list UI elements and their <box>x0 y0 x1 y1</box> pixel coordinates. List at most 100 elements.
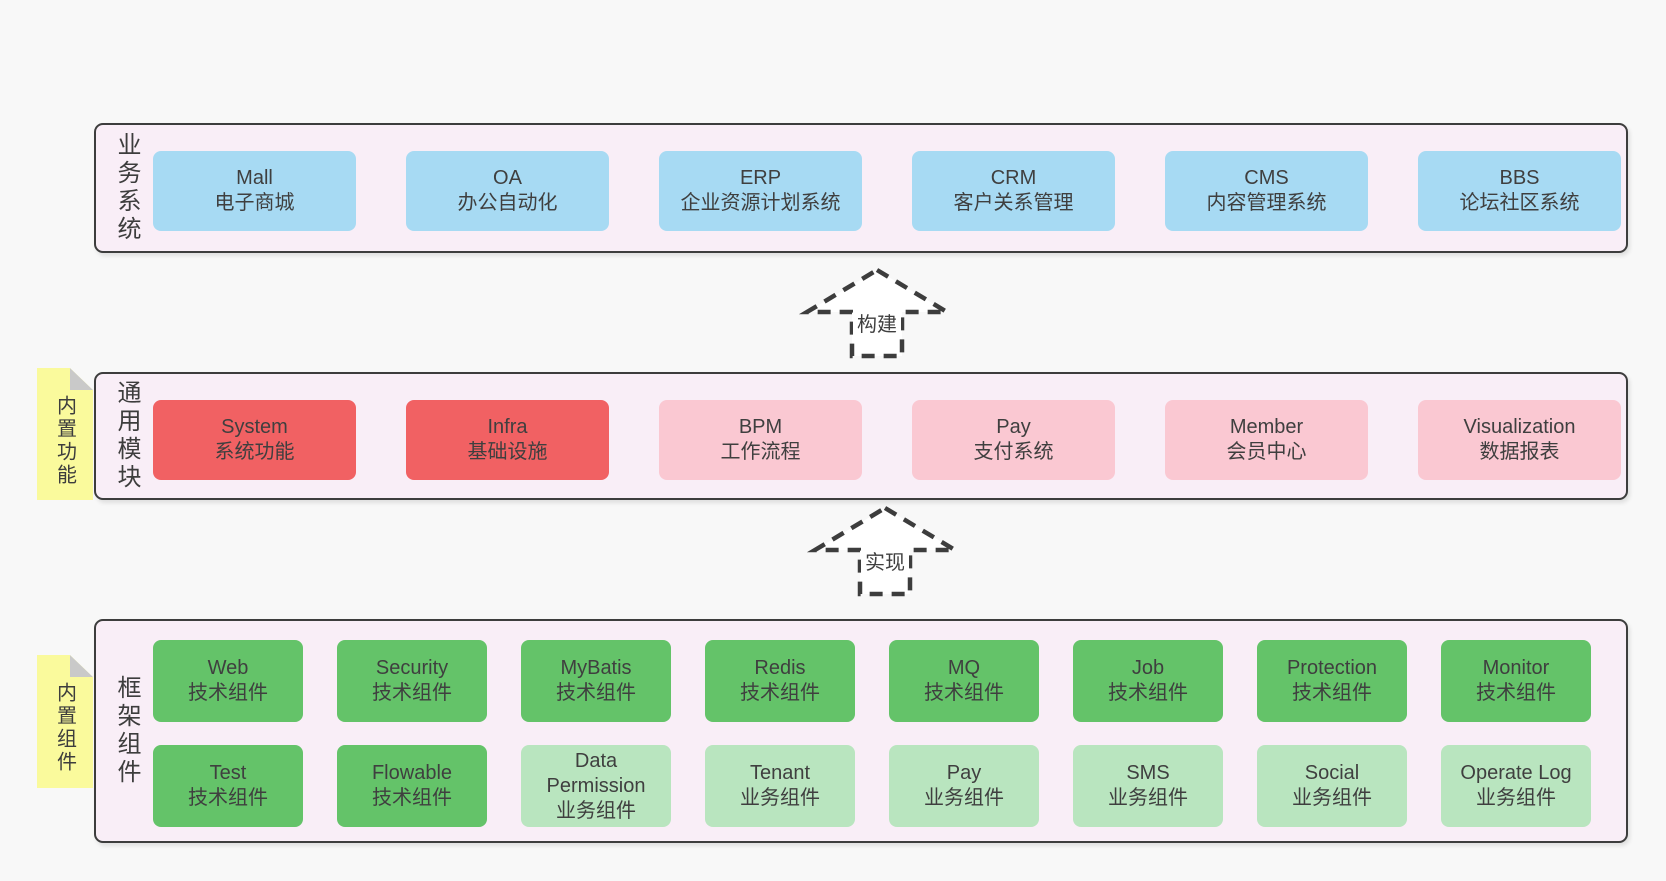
arrow-implement-label: 实现 <box>861 546 909 575</box>
box-social: Social 业务组件 <box>1257 745 1407 827</box>
box-system: System 系统功能 <box>153 400 356 480</box>
box-subtitle: 业务组件 <box>1292 787 1372 809</box>
box-title: ERP <box>739 167 782 189</box>
box-subtitle: 内容管理系统 <box>1206 192 1327 214</box>
box-subtitle: 会员中心 <box>1226 441 1307 463</box>
box-title: Data Permission <box>546 749 646 797</box>
box-oa: OA 办公自动化 <box>406 151 609 231</box>
box-protection: Protection 技术组件 <box>1257 640 1407 722</box>
common-modules-panel: 通用模块 System 系统功能 Infra 基础设施 BPM 工作流程 Pay… <box>94 372 1628 500</box>
box-erp: ERP 企业资源计划系统 <box>659 151 862 231</box>
box-pay-component: Pay 业务组件 <box>889 745 1039 827</box>
box-member: Member 会员中心 <box>1165 400 1368 480</box>
box-title: Social <box>1304 762 1360 784</box>
box-subtitle: 技术组件 <box>556 682 636 704</box>
box-crm: CRM 客户关系管理 <box>912 151 1115 231</box>
box-cms: CMS 内容管理系统 <box>1165 151 1368 231</box>
box-subtitle: 技术组件 <box>740 682 820 704</box>
box-subtitle: 客户关系管理 <box>953 192 1074 214</box>
box-subtitle: 技术组件 <box>924 682 1004 704</box>
box-visualization: Visualization 数据报表 <box>1418 400 1621 480</box>
box-test: Test 技术组件 <box>153 745 303 827</box>
box-subtitle: 支付系统 <box>973 441 1054 463</box>
box-title: System <box>221 416 288 438</box>
box-subtitle: 技术组件 <box>372 787 452 809</box>
box-title: Infra <box>487 416 528 438</box>
box-tenant: Tenant 业务组件 <box>705 745 855 827</box>
box-subtitle: 技术组件 <box>1292 682 1372 704</box>
box-title: Tenant <box>749 762 811 784</box>
sticky-note-text: 内置功能 <box>53 395 76 487</box>
box-title: Mall <box>236 167 273 189</box>
box-bbs: BBS 论坛社区系统 <box>1418 151 1621 231</box>
folded-corner-icon <box>70 368 93 390</box>
box-title: MQ <box>947 657 981 679</box>
folded-corner-icon <box>70 655 93 677</box>
box-title: Protection <box>1286 657 1378 679</box>
box-title: Pay <box>996 416 1031 438</box>
box-pay-module: Pay 支付系统 <box>912 400 1115 480</box>
box-title: Monitor <box>1482 657 1550 679</box>
common-modules-row: System 系统功能 Infra 基础设施 BPM 工作流程 Pay 支付系统… <box>153 400 1621 480</box>
box-subtitle: 企业资源计划系统 <box>680 192 841 214</box>
box-title: Visualization <box>1463 416 1576 438</box>
box-subtitle: 基础设施 <box>467 441 548 463</box>
box-subtitle: 技术组件 <box>1476 682 1556 704</box>
box-subtitle: 系统功能 <box>214 441 295 463</box>
box-subtitle: 数据报表 <box>1479 441 1560 463</box>
box-subtitle: 技术组件 <box>1108 682 1188 704</box>
box-sms: SMS 业务组件 <box>1073 745 1223 827</box>
framework-components-panel: 框架组件 Web 技术组件 Security 技术组件 MyBatis 技术组件… <box>94 619 1628 843</box>
box-title: BPM <box>738 416 783 438</box>
box-title: Web <box>207 657 249 679</box>
box-subtitle: 技术组件 <box>188 682 268 704</box>
box-title: MyBatis <box>560 657 632 679</box>
box-subtitle: 业务组件 <box>740 787 820 809</box>
box-data-permission: Data Permission 业务组件 <box>521 745 671 827</box>
box-title: SMS <box>1126 762 1170 784</box>
box-bpm: BPM 工作流程 <box>659 400 862 480</box>
panel-label-framework-components: 框架组件 <box>113 675 140 787</box>
box-subtitle: 业务组件 <box>1108 787 1188 809</box>
sticky-note-text: 内置组件 <box>53 682 76 774</box>
box-title: Member <box>1229 416 1304 438</box>
arrow-build-label: 构建 <box>853 308 901 337</box>
box-mybatis: MyBatis 技术组件 <box>521 640 671 722</box>
framework-components-row-2: Test 技术组件 Flowable 技术组件 Data Permission … <box>153 745 1591 827</box>
box-subtitle: 电子商城 <box>214 192 295 214</box>
box-subtitle: 办公自动化 <box>457 192 558 214</box>
sticky-note-built-in-features: 内置功能 <box>37 368 93 500</box>
box-web: Web 技术组件 <box>153 640 303 722</box>
box-title: CMS <box>1244 167 1289 189</box>
box-subtitle: 技术组件 <box>188 787 268 809</box>
box-title: Test <box>209 762 247 784</box>
box-operate-log: Operate Log 业务组件 <box>1441 745 1591 827</box>
box-title: OA <box>493 167 522 189</box>
box-security: Security 技术组件 <box>337 640 487 722</box>
box-mall: Mall 电子商城 <box>153 151 356 231</box>
box-title: BBS <box>1499 167 1540 189</box>
box-infra: Infra 基础设施 <box>406 400 609 480</box>
framework-components-row-1: Web 技术组件 Security 技术组件 MyBatis 技术组件 Redi… <box>153 640 1591 722</box>
box-subtitle: 工作流程 <box>720 441 801 463</box>
box-redis: Redis 技术组件 <box>705 640 855 722</box>
box-subtitle: 技术组件 <box>372 682 452 704</box>
box-title: Redis <box>754 657 806 679</box>
arrow-implement: 实现 <box>803 503 967 599</box>
box-subtitle: 业务组件 <box>556 799 636 822</box>
box-title: CRM <box>990 167 1037 189</box>
box-subtitle: 论坛社区系统 <box>1459 192 1580 214</box>
box-title: Job <box>1131 657 1165 679</box>
box-title: Security <box>375 657 449 679</box>
box-title: Operate Log <box>1460 762 1572 784</box>
business-systems-panel: 业务系统 Mall 电子商城 OA 办公自动化 ERP 企业资源计划系统 CRM… <box>94 123 1628 253</box>
box-flowable: Flowable 技术组件 <box>337 745 487 827</box>
box-subtitle: 业务组件 <box>1476 787 1556 809</box>
sticky-note-built-in-components: 内置组件 <box>37 655 93 788</box>
box-subtitle: 业务组件 <box>924 787 1004 809</box>
panel-label-business-systems: 业务系统 <box>113 132 140 244</box>
box-monitor: Monitor 技术组件 <box>1441 640 1591 722</box>
box-title: Flowable <box>371 762 453 784</box>
box-mq: MQ 技术组件 <box>889 640 1039 722</box>
